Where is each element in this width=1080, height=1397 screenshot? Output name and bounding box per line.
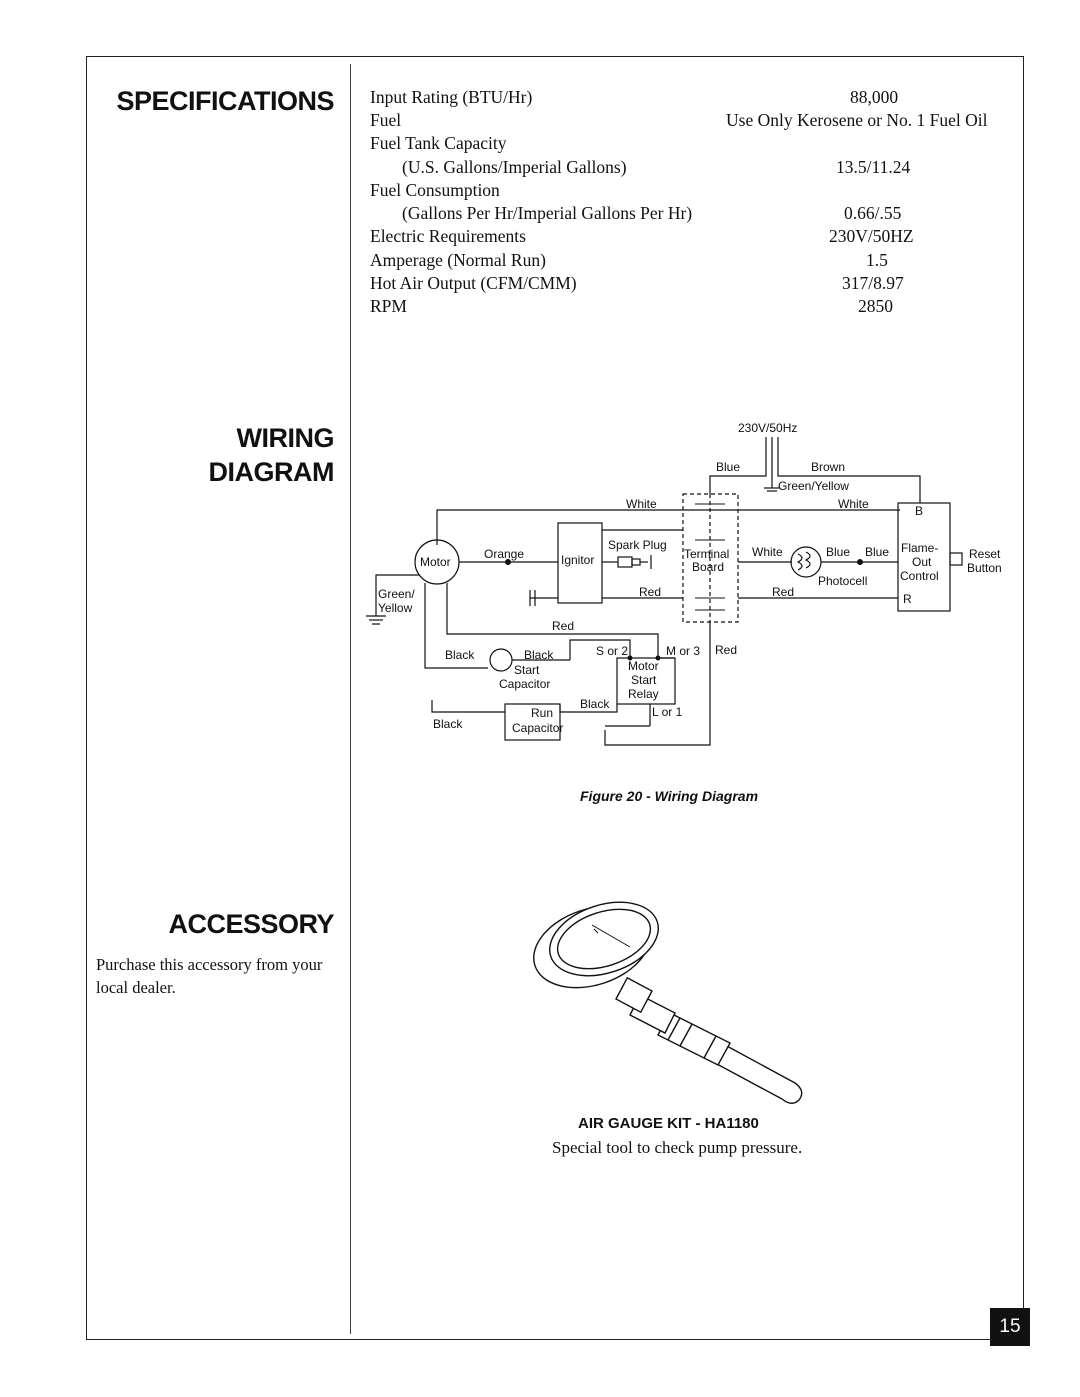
relay-label: Motor [628, 659, 659, 673]
capacitor-label: Capacitor [499, 677, 550, 691]
red-label: Red [715, 643, 737, 657]
air-gauge-illustration [533, 901, 803, 1104]
spec-label: (Gallons Per Hr/Imperial Gallons Per Hr) [402, 203, 693, 223]
white-label: White [838, 497, 869, 511]
wiring-diagram: 230V/50Hz Blue Brown Green/Yellow White … [366, 421, 1002, 746]
blue-label: Blue [826, 545, 850, 559]
spec-label: Amperage (Normal Run) [370, 250, 546, 270]
spec-row: Amperage (Normal Run) 1.5 [370, 249, 1020, 272]
spec-row: (Gallons Per Hr/Imperial Gallons Per Hr)… [370, 202, 1020, 225]
blue-label: Blue [865, 545, 889, 559]
spec-label: Electric Requirements [370, 226, 526, 246]
green-yellow-label: Green/Yellow [778, 479, 849, 493]
spec-label: Fuel Consumption [370, 180, 500, 200]
spec-label: Input Rating (BTU/Hr) [370, 87, 533, 107]
black-label: Black [524, 648, 554, 662]
r-label: R [903, 592, 912, 606]
accessory-description: Purchase this accessory from your local … [96, 955, 323, 997]
spec-value: 88,000 [850, 87, 899, 107]
spark-plug-label: Spark Plug [608, 538, 667, 552]
photocell-label: Photocell [818, 574, 867, 588]
red-label: Red [772, 585, 794, 599]
spec-value: 13.5/11.24 [836, 157, 911, 177]
relay-label: Start [631, 673, 657, 687]
spec-label: Fuel [370, 110, 402, 130]
kit-description: Special tool to check pump pressure. [552, 1138, 803, 1157]
wiring-heading-line1: WIRING [236, 423, 335, 453]
spec-row: (U.S. Gallons/Imperial Gallons) 13.5/11.… [370, 156, 1020, 179]
motor-label: Motor [420, 555, 451, 569]
green-label: Green/ [378, 587, 415, 601]
spec-row: Fuel Consumption [370, 179, 1020, 202]
run-label: Run [531, 706, 553, 720]
black-label: Black [445, 648, 475, 662]
terminal-label: Terminal [684, 547, 729, 561]
page-frame [86, 56, 1024, 1340]
b-label: B [915, 504, 923, 518]
spec-value: 1.5 [866, 250, 888, 270]
spec-value: 230V/50HZ [829, 226, 914, 246]
spec-value: Use Only Kerosene or No. 1 Fuel Oil [726, 110, 988, 130]
figure-caption: Figure 20 - Wiring Diagram [580, 788, 759, 804]
spec-label: RPM [370, 296, 407, 316]
brown-label: Brown [811, 460, 845, 474]
blue-label: Blue [716, 460, 740, 474]
accessory-heading: ACCESSORY [168, 909, 334, 939]
wiring-heading-line2: DIAGRAM [208, 457, 335, 487]
flame-label: Control [900, 569, 939, 583]
spec-row: RPM 2850 [370, 295, 1020, 318]
page-number: 15 [990, 1308, 1030, 1346]
spec-label: (U.S. Gallons/Imperial Gallons) [402, 157, 627, 177]
yellow-label: Yellow [378, 601, 413, 615]
kit-title: AIR GAUGE KIT - HA1180 [578, 1115, 759, 1132]
power-label: 230V/50Hz [738, 421, 797, 435]
spec-row: Fuel Tank Capacity [370, 132, 1020, 155]
white-label: White [626, 497, 657, 511]
l-or-1-label: L or 1 [652, 705, 683, 719]
spec-label: Hot Air Output (CFM/CMM) [370, 273, 577, 293]
red-label: Red [639, 585, 661, 599]
white-label: White [752, 545, 783, 559]
reset-label: Reset [969, 547, 1001, 561]
spec-row: Hot Air Output (CFM/CMM) 317/8.97 [370, 272, 1020, 295]
spec-value: 2850 [858, 296, 893, 316]
s-or-2-label: S or 2 [596, 644, 628, 658]
reset-label: Button [967, 561, 1002, 575]
spec-value: 317/8.97 [842, 273, 904, 293]
spec-row: Electric Requirements 230V/50HZ [370, 225, 1020, 248]
capacitor-label: Capacitor [512, 721, 563, 735]
black-label: Black [580, 697, 610, 711]
relay-label: Relay [628, 687, 659, 701]
flame-label: Flame- [901, 541, 938, 555]
spec-label: Fuel Tank Capacity [370, 133, 507, 153]
specifications-heading: SPECIFICATIONS [116, 86, 334, 116]
spec-value: 0.66/.55 [844, 203, 902, 223]
flame-label: Out [912, 555, 932, 569]
spec-row: Input Rating (BTU/Hr) 88,000 [370, 86, 1020, 109]
ignitor-label: Ignitor [561, 553, 594, 567]
m-or-3-label: M or 3 [666, 644, 700, 658]
start-label: Start [514, 663, 540, 677]
orange-label: Orange [484, 547, 524, 561]
red-label: Red [552, 619, 574, 633]
column-divider [350, 64, 351, 1334]
black-label: Black [433, 717, 463, 731]
board-label: Board [692, 560, 724, 574]
spec-row: Fuel Use Only Kerosene or No. 1 Fuel Oil [370, 109, 1020, 132]
